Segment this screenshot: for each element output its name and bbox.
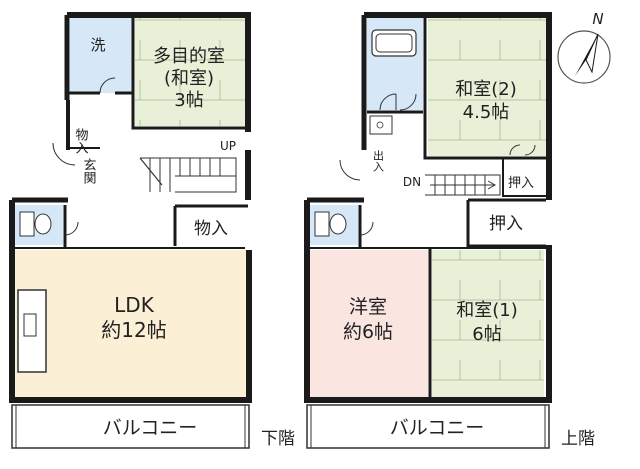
closet-small-label: 押入	[508, 176, 534, 191]
toilet-fixture-upper	[314, 211, 347, 237]
japanese-room-2	[428, 18, 546, 156]
japanese1-label-line1: 和室(1)	[456, 300, 518, 321]
upper-balcony-label: バルコニー	[390, 417, 485, 439]
compass-north-icon: N	[557, 10, 611, 84]
lower-balcony-label: バルコニー	[103, 417, 198, 439]
multi-purpose-room	[135, 18, 245, 126]
lower-staircase	[139, 157, 237, 193]
japanese-room-1	[432, 250, 544, 398]
storage-label: 物入	[194, 219, 228, 239]
kitchen-counter	[17, 289, 47, 373]
upper-floor: 和室(2) 4.5帖 押入 出入 DN 押入 洋室 約6帖 和室(1) 6帖 バ…	[304, 12, 595, 449]
storage-lower	[178, 208, 244, 246]
upper-floor-label: 上階	[561, 429, 595, 449]
toilet-fixture-lower	[19, 211, 52, 237]
japanese2-label-line2: 4.5帖	[463, 102, 510, 123]
japanese2-label-line1: 和室(2)	[455, 79, 517, 100]
deiri-label: 出入	[372, 149, 385, 172]
upper-balcony	[306, 404, 550, 449]
bathtub	[371, 29, 417, 57]
closet-label: 押入	[489, 214, 523, 234]
japanese1-label-line2: 6帖	[472, 324, 501, 345]
multi-room-label-line2: (和室)	[164, 68, 214, 89]
lower-floor-label: 下階	[261, 429, 295, 449]
wash-room	[70, 18, 132, 93]
upper-staircase	[425, 174, 501, 196]
wash-basin	[369, 115, 393, 135]
compass-label: N	[592, 10, 603, 28]
western-label-line2: 約6帖	[343, 321, 393, 343]
genkan-label: 玄関	[81, 158, 97, 185]
ldk-label-line1: LDK	[114, 293, 155, 317]
dn-label: DN	[403, 175, 421, 189]
lower-floor: 洗 多目的室 (和室) 3帖 物入 玄関 UP 物入 LDK 約12帖 バルコニ…	[9, 12, 295, 449]
storage-small-label: 物入	[73, 128, 89, 154]
multi-room-label-line1: 多目的室	[153, 46, 225, 67]
ldk-room	[15, 250, 247, 398]
wash-label: 洗	[90, 36, 105, 54]
multi-room-label-line3: 3帖	[174, 90, 203, 111]
lower-balcony	[11, 404, 250, 449]
western-label-line1: 洋室	[349, 296, 387, 318]
western-room	[310, 250, 428, 398]
ldk-label-line2: 約12帖	[101, 318, 166, 342]
up-label: UP	[220, 139, 236, 153]
